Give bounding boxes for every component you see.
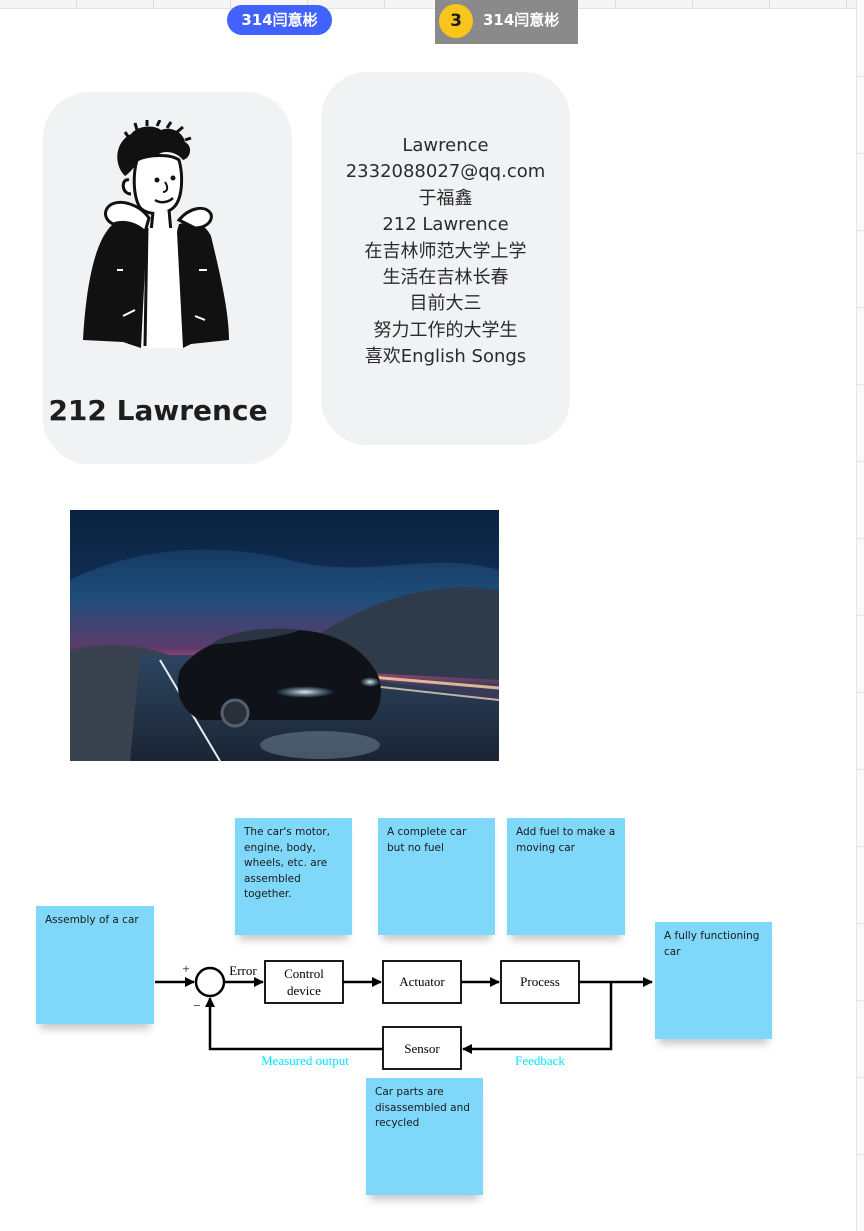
- sticky-text: A fully functioning car: [664, 930, 760, 958]
- process-label: Process: [520, 974, 560, 989]
- minus-sign: −: [193, 998, 200, 1013]
- collaborator-tag[interactable]: 3 314闫意彬: [435, 0, 578, 44]
- info-line: 212 Lawrence: [382, 214, 509, 236]
- info-line: 在吉林师范大学上学: [364, 240, 527, 262]
- info-line: 2332088027@qq.com: [345, 161, 546, 183]
- sensor-box: [382, 1026, 462, 1070]
- sticky-note-functioning[interactable]: A fully functioning car: [655, 922, 772, 1039]
- profile-title: 212 Lawrence: [48, 394, 268, 427]
- car-night-road-photo[interactable]: [70, 510, 499, 761]
- sticky-note-no-fuel[interactable]: A complete car but no fuel: [378, 818, 495, 935]
- control-device-label: Control: [284, 966, 324, 981]
- self-cursor-label: 314闫意彬: [227, 5, 332, 35]
- info-line: 于福鑫: [418, 187, 473, 209]
- profile-card[interactable]: 212 Lawrence: [43, 92, 292, 464]
- info-line: 目前大三: [409, 293, 482, 315]
- sensor-label: Sensor: [404, 1041, 440, 1056]
- sticky-note-add-fuel[interactable]: Add fuel to make a moving car: [507, 818, 625, 935]
- error-label: Error: [229, 963, 257, 978]
- actuator-label: Actuator: [399, 974, 445, 989]
- cartoon-person-jacket-icon: [83, 120, 229, 348]
- control-device-box: [264, 960, 344, 1004]
- sticky-text: Assembly of a car: [45, 914, 139, 926]
- info-card[interactable]: Lawrence 2332088027@qq.com 于福鑫 212 Lawre…: [321, 72, 570, 445]
- info-line: 喜欢English Songs: [364, 346, 527, 368]
- sticky-text: The car's motor, engine, body, wheels, e…: [244, 826, 330, 901]
- info-line: 生活在吉林长春: [382, 267, 509, 289]
- sticky-note-assembly[interactable]: Assembly of a car: [36, 906, 154, 1024]
- info-line: 努力工作的大学生: [373, 319, 518, 341]
- sticky-note-recycled[interactable]: Car parts are disassembled and recycled: [366, 1078, 483, 1195]
- info-line: Lawrence: [402, 135, 489, 156]
- measured-output-label: Measured output: [261, 1053, 349, 1068]
- actuator-box: [382, 960, 462, 1004]
- board-grid-edge: [0, 0, 864, 9]
- collaborator-count-badge: 3: [439, 4, 473, 38]
- info-text: Lawrence 2332088027@qq.com 于福鑫 212 Lawre…: [321, 133, 570, 371]
- process-box: [500, 960, 580, 1004]
- board-scroll-edge[interactable]: [856, 0, 864, 1231]
- plus-sign: +: [182, 961, 189, 976]
- sticky-text: Add fuel to make a moving car: [516, 826, 616, 854]
- sticky-note-parts[interactable]: The car's motor, engine, body, wheels, e…: [235, 818, 352, 935]
- collaborator-name: 314闫意彬: [483, 11, 560, 29]
- feedback-label: Feedback: [515, 1053, 565, 1068]
- sticky-text: Car parts are disassembled and recycled: [375, 1086, 470, 1130]
- sticky-text: A complete car but no fuel: [387, 826, 467, 854]
- control-device-label: device: [287, 983, 321, 998]
